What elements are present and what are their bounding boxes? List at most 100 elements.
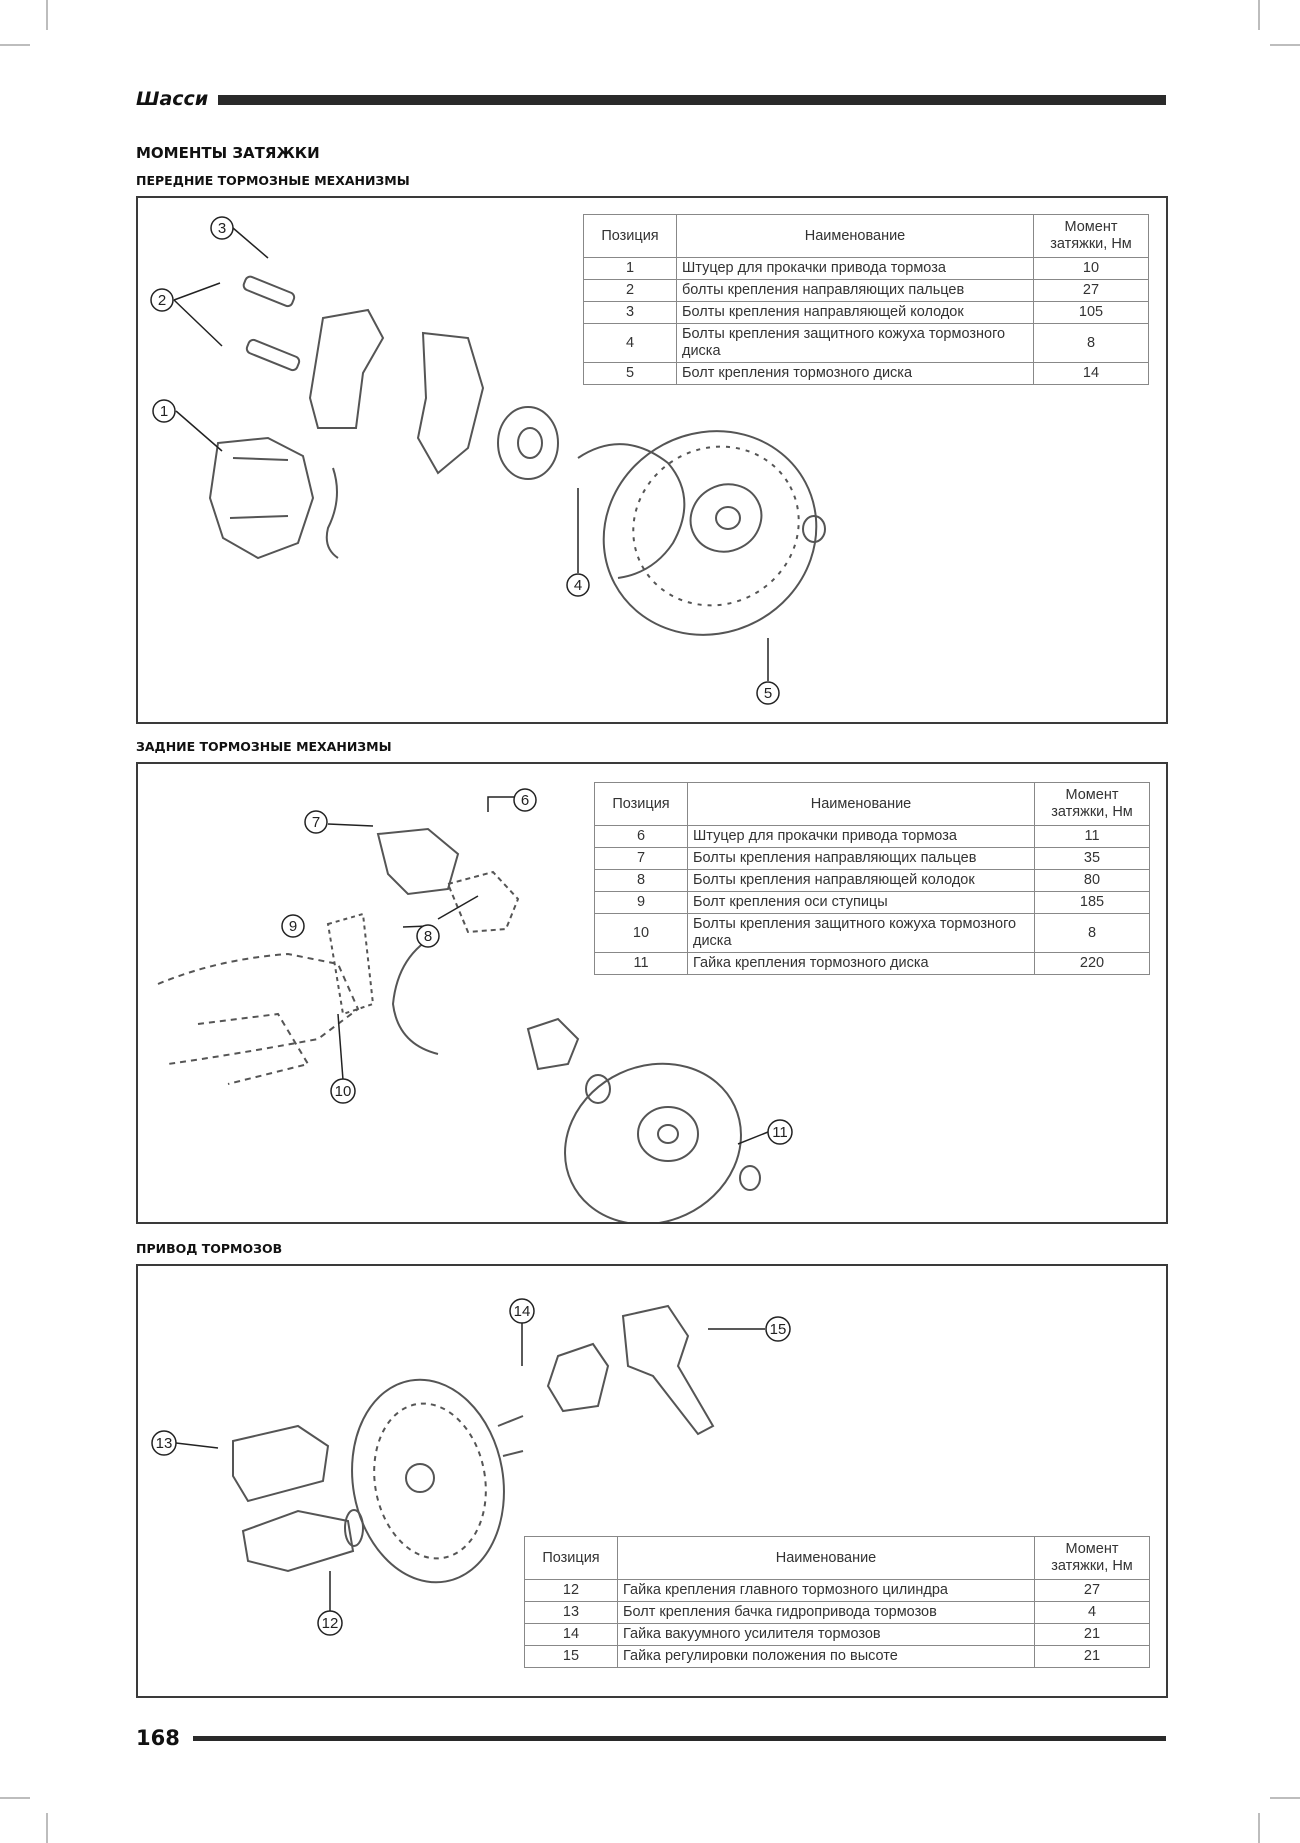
rear-brake-disc-hat [637,1106,699,1162]
master-cylinder-seal [344,1509,364,1547]
brake-disc-center [715,506,741,530]
rear-hub-nut [739,1165,761,1191]
callout-7 [304,810,328,834]
cell-name: Болты крепления направляющей колодок [676,301,1034,324]
rear-brake-disc-center [657,1124,679,1144]
cell-name: Болт крепления оси ступицы [687,891,1035,914]
callout-2 [150,288,174,312]
cell-position: 5 [583,362,677,385]
cell-position: 9 [594,891,688,914]
cell-torque: 220 [1034,952,1150,975]
wheel-hub [497,406,559,480]
cell-torque: 27 [1033,279,1149,302]
rear-hub [526,1017,580,1071]
callout-12-label: 12 [322,1615,339,1632]
cell-name: Болты крепления защитного кожуха тормозн… [676,323,1034,363]
cell-torque: 185 [1034,891,1150,914]
rear-brakes-panel: 6 7 8 9 10 11 Позиция Наименование Момен… [136,762,1168,1224]
page-title: МОМЕНТЫ ЗАТЯЖКИ [136,144,320,162]
dust-shield [577,443,686,579]
col-position: Позиция [594,782,688,826]
leader-line [173,282,223,347]
callout-15 [765,1316,791,1342]
cell-torque: 4 [1034,1601,1150,1624]
cell-position: 7 [594,847,688,870]
callout-3 [210,216,234,240]
callout-8-label: 8 [424,928,432,945]
vacuum-booster [351,1378,505,1584]
cell-torque: 11 [1034,825,1150,848]
caliper-detail [229,457,289,519]
front-heading: ПЕРЕДНИЕ ТОРМОЗНЫЕ МЕХАНИЗМЫ [136,173,410,188]
brake-pad-wire [325,467,339,559]
callout-8 [416,924,440,948]
rear-hub-ring [585,1074,611,1104]
callout-13 [151,1430,177,1456]
cell-position: 11 [594,952,688,975]
leader-line [232,227,269,259]
hub-center [517,427,543,459]
leader-line [327,823,374,827]
cell-name: Штуцер для прокачки привода тормоза [676,257,1034,280]
rear-brake-disc [564,1062,742,1222]
crop-mark [1270,1797,1300,1799]
axle-arm [197,1012,310,1085]
cell-position: 15 [524,1645,618,1668]
rear-pad-carrier [446,870,520,934]
booster-bracket [546,1342,610,1413]
leader-line [337,1013,344,1081]
cell-torque: 27 [1034,1579,1150,1602]
cell-torque: 80 [1034,869,1150,892]
cell-name: Болты крепления защитного кожуха тормозн… [687,913,1035,953]
crop-mark [1258,1813,1260,1843]
col-name: Наименование [617,1536,1035,1580]
cell-name: Гайка вакуумного усилителя тормозов [617,1623,1035,1646]
leader-line [175,410,223,452]
page-number: 168 [136,1726,180,1750]
cell-position: 3 [583,301,677,324]
callout-6-label: 6 [521,792,529,809]
steering-knuckle [416,331,485,475]
brake-pedal [621,1304,715,1436]
brake-drive-drawing: 12 13 14 15 [151,1298,791,1636]
callout-5-label: 5 [764,685,772,702]
callout-9-label: 9 [289,918,297,935]
cell-torque: 21 [1034,1645,1150,1668]
cell-name: Болты крепления направляющих пальцев [687,847,1035,870]
axle-beam [157,952,360,1065]
cell-name: Штуцер для прокачки привода тормоза [687,825,1035,848]
crop-mark [46,0,48,30]
cell-position: 10 [594,913,688,953]
brake-disc-hat [689,483,763,553]
callout-3-label: 3 [218,220,226,237]
cell-torque: 21 [1034,1623,1150,1646]
callout-14 [509,1298,535,1324]
leader-line [737,1131,769,1145]
leader-line [437,895,479,920]
leader-line [175,1442,219,1449]
col-name: Наименование [687,782,1035,826]
cell-torque: 8 [1033,323,1149,363]
crop-mark [46,1813,48,1843]
cell-position: 13 [524,1601,618,1624]
cell-position: 8 [594,869,688,892]
caliper-body [208,436,315,560]
cell-position: 14 [524,1623,618,1646]
rear-dust-shield [391,933,439,1055]
cell-name: Гайка крепления тормозного диска [687,952,1035,975]
cell-position: 6 [594,825,688,848]
brake-disc-outer [602,430,818,636]
